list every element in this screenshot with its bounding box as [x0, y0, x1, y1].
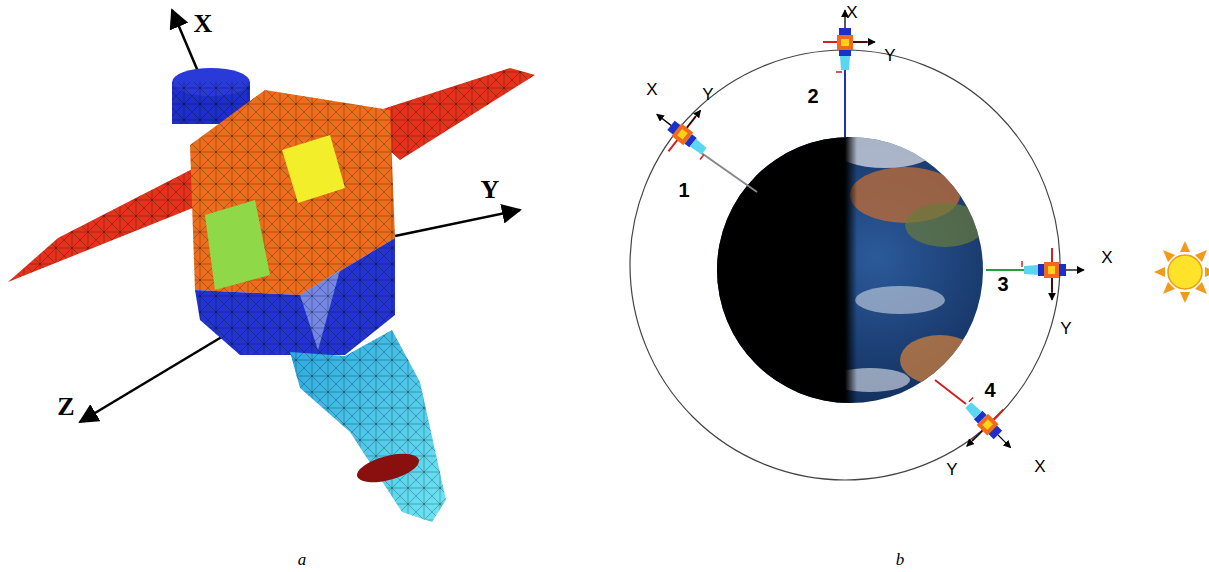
panel-letter: b: [896, 550, 905, 570]
axis-label: X: [1034, 457, 1045, 477]
spacecraft-model: [8, 10, 535, 522]
panel-letter: a: [298, 550, 307, 570]
axis-label: Y: [946, 460, 957, 480]
axis-label: X: [646, 80, 657, 100]
callout-number: 1: [678, 179, 689, 202]
axis-label: Y: [481, 175, 500, 205]
axis-label: Z: [57, 392, 74, 422]
callout-number: 3: [997, 273, 1008, 296]
axis-label: Y: [702, 85, 713, 105]
axis-label: X: [1101, 248, 1112, 268]
orbit-scheme: [630, 10, 1209, 480]
axis-label: X: [194, 9, 213, 39]
axis-label: X: [846, 3, 857, 23]
axis-label: Y: [1060, 319, 1071, 339]
callout-number: 2: [807, 85, 818, 108]
callout-number: 4: [984, 379, 995, 402]
axis-label: Y: [884, 46, 895, 66]
